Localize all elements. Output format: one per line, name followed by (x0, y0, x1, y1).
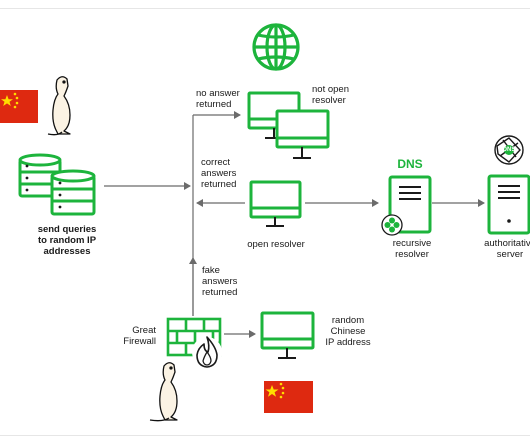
flame-icon (192, 336, 222, 368)
random-chinese-ip-label: random Chinese IP address (325, 315, 371, 348)
globe-icon (252, 23, 300, 71)
bottom-border (0, 435, 530, 436)
send-queries-label: send queries to random IP addresses (37, 224, 97, 257)
monitor-icon (275, 109, 330, 159)
china-flag-icon (264, 381, 313, 413)
fake-answers-label: fake answers returned (202, 265, 238, 298)
meerkat-icon (47, 76, 71, 136)
server-icon (487, 174, 530, 235)
monitor-icon (260, 311, 315, 359)
database-icon (18, 153, 96, 216)
authoritative-server-label: authoritative server (484, 238, 530, 260)
great-firewall-label: Great Firewall (123, 325, 156, 347)
top-border (0, 8, 530, 9)
not-open-resolver-label: not open resolver (312, 84, 349, 106)
dns-globe-icon (494, 135, 524, 165)
no-answer-label: no answer returned (196, 88, 240, 110)
china-flag-icon (0, 90, 38, 123)
dns-badge-text: DNS (502, 147, 516, 153)
monitor-icon (249, 180, 302, 227)
open-resolver-label: open resolver (247, 239, 305, 250)
dns-title: DNS (397, 157, 423, 171)
settings-badge-icon (381, 214, 403, 236)
connector-lines (104, 111, 485, 338)
meerkat-icon (149, 362, 178, 422)
correct-answers-label: correct answers returned (201, 157, 237, 190)
recursive-resolver-label: recursive resolver (392, 238, 432, 260)
